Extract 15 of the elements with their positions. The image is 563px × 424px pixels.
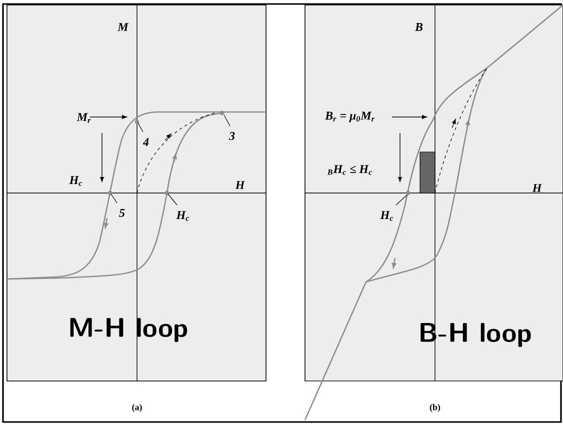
remanence-label: M$_{r}$: [76, 113, 91, 123]
coercivity-inequality: $_{B}$H$_{c}$ ≤ H$_{c}$: [327, 165, 372, 175]
axis-label: B: [414, 23, 423, 31]
coercivity-label: H$_{c}$: [69, 176, 82, 186]
panel-caption: (b): [430, 404, 440, 412]
point-number: 3: [228, 132, 235, 140]
point-number: 5: [119, 209, 125, 217]
axis-label: M: [118, 23, 129, 31]
remanence-equation: B$_{r}$ = μ$_{0}$M$_{r}$: [324, 112, 375, 122]
axis-label: H: [532, 184, 542, 192]
axis-label: H: [235, 181, 245, 189]
coercivity-label: H$_{c}$: [380, 211, 394, 221]
coercivity-label: H$_{c}$: [176, 211, 190, 221]
point-number: 4: [142, 138, 149, 146]
panel-caption: (a): [132, 404, 142, 412]
